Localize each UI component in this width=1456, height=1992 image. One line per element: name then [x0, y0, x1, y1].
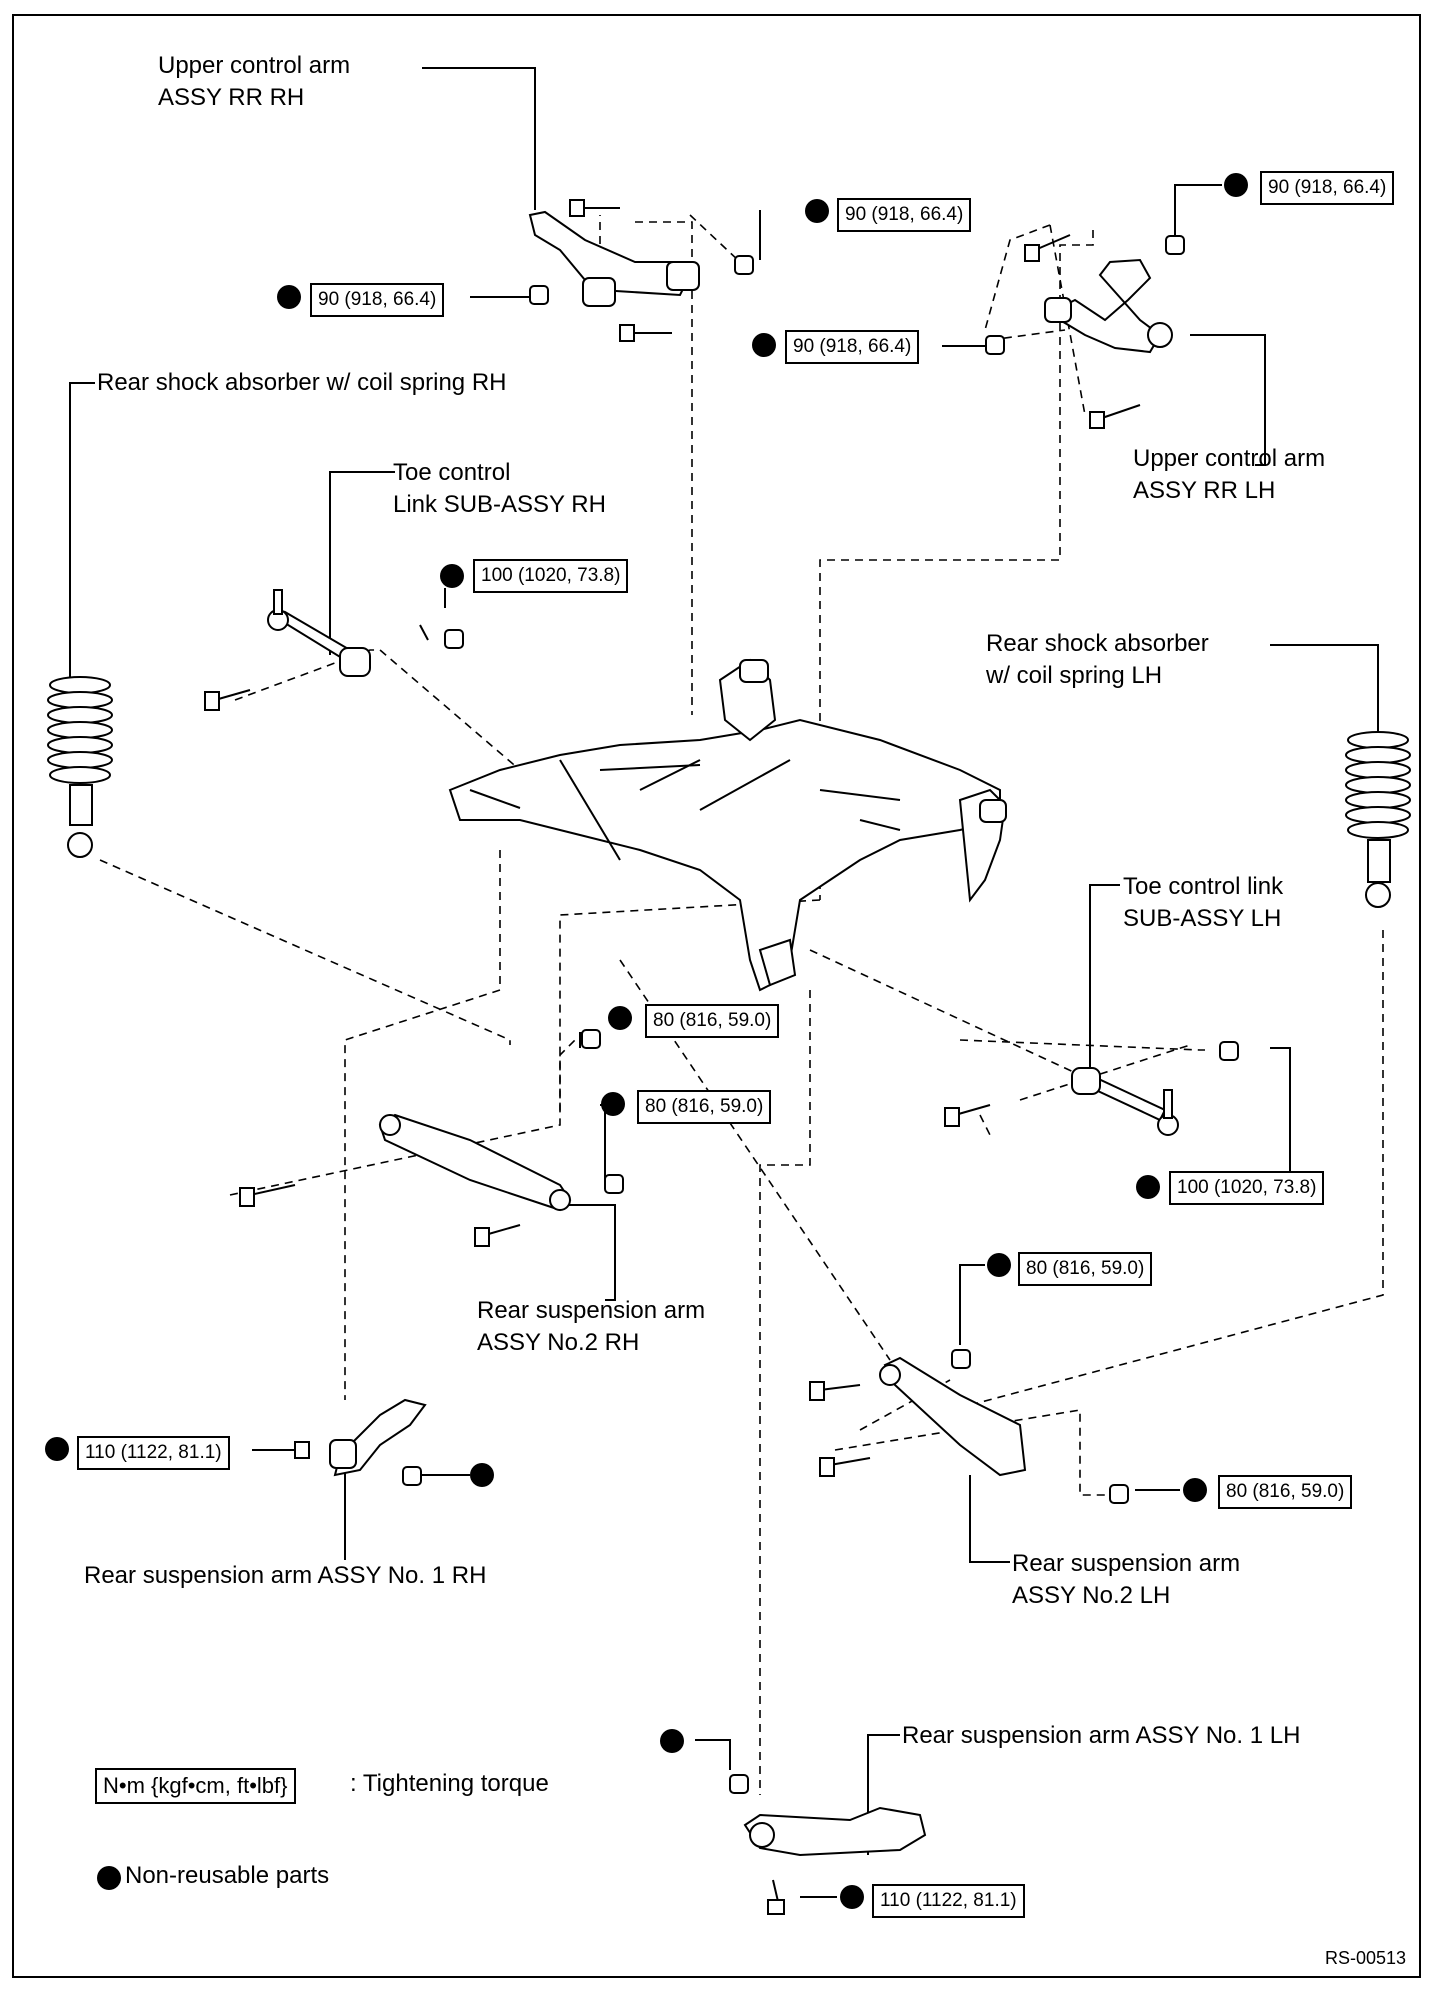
non-reusable-marker	[1136, 1175, 1160, 1199]
arm1-rh-part	[285, 1398, 427, 1486]
label-toe-link-rh: Toe control Link SUB-ASSY RH	[393, 459, 606, 518]
legend-torque-unit-box: N•m {kgf•cm, ft•lbf}	[95, 1768, 296, 1804]
torque-upper-rh-top: 90 (918, 66.4)	[837, 198, 972, 232]
toe-link-lh-part	[944, 1041, 1239, 1136]
non-reusable-marker	[1224, 173, 1248, 197]
legend-torque-unit-text: : Tightening torque	[350, 1770, 549, 1797]
non-reusable-marker	[840, 1885, 864, 1909]
label-arm1-rh: Rear suspension arm ASSY No. 1 RH	[84, 1562, 487, 1589]
arm2-rh-part	[239, 1029, 624, 1247]
torque-toe-lh: 100 (1020, 73.8)	[1169, 1171, 1325, 1205]
label-toe-link-lh: Toe control link SUB-ASSY LH	[1123, 873, 1284, 932]
non-reusable-marker	[440, 564, 464, 588]
torque-arm2-lh-b: 80 (816, 59.0)	[1218, 1475, 1353, 1509]
torque-arm1-rh: 110 (1122, 81.1)	[77, 1436, 230, 1470]
label-shock-lh: Rear shock absorber w/ coil spring LH	[986, 630, 1209, 689]
label-upper-arm-rh: Upper control arm ASSY RR RH	[158, 52, 351, 111]
non-reusable-marker	[1183, 1478, 1207, 1502]
shock-absorber-lh-part	[1345, 731, 1411, 908]
torque-arm2-lh-a: 80 (816, 59.0)	[1018, 1252, 1153, 1286]
label-shock-rh: Rear shock absorber w/ coil spring RH	[97, 369, 507, 396]
label-upper-arm-lh: Upper control arm ASSY RR LH	[1133, 445, 1326, 504]
non-reusable-marker	[608, 1006, 632, 1030]
shock-absorber-rh-part	[47, 676, 113, 858]
torque-upper-lh-top: 90 (918, 66.4)	[1260, 171, 1395, 205]
figure-code: RS-00513	[1325, 1948, 1407, 1968]
torque-arm2-rh-b: 80 (816, 59.0)	[637, 1090, 772, 1124]
legend-non-reusable-text: Non-reusable parts	[125, 1862, 330, 1889]
non-reusable-marker	[805, 199, 829, 223]
non-reusable-marker	[660, 1729, 684, 1753]
label-arm2-lh: Rear suspension arm ASSY No.2 LH	[1012, 1550, 1241, 1609]
upper-arm-rh-fasteners	[529, 199, 754, 342]
upper-arm-rh-part	[528, 210, 700, 307]
arm2-lh-part	[809, 1349, 1129, 1504]
suspension-member-part	[448, 658, 1007, 992]
torque-toe-rh: 100 (1020, 73.8)	[473, 559, 629, 593]
non-reusable-marker	[601, 1092, 625, 1116]
upper-arm-lh-part	[1044, 258, 1173, 354]
non-reusable-marker	[277, 285, 301, 309]
torque-upper-rh-left: 90 (918, 66.4)	[310, 283, 445, 317]
non-reusable-marker	[987, 1253, 1011, 1277]
label-arm2-rh: Rear suspension arm ASSY No.2 RH	[477, 1297, 706, 1356]
toe-link-rh-part	[204, 589, 464, 711]
torque-arm1-lh: 110 (1122, 81.1)	[872, 1884, 1025, 1918]
torque-arm2-rh-a: 80 (816, 59.0)	[645, 1004, 780, 1038]
non-reusable-marker	[470, 1463, 494, 1487]
arm1-lh-part	[729, 1774, 927, 1915]
legend-dot-icon	[97, 1866, 121, 1890]
non-reusable-marker	[45, 1437, 69, 1461]
label-arm1-lh: Rear suspension arm ASSY No. 1 LH	[902, 1722, 1301, 1749]
torque-upper-lh-left: 90 (918, 66.4)	[785, 330, 920, 364]
non-reusable-marker	[752, 333, 776, 357]
upper-arm-lh-fasteners	[985, 234, 1185, 429]
leader-lines	[69, 67, 1379, 1898]
diagram-frame	[12, 14, 1421, 1978]
